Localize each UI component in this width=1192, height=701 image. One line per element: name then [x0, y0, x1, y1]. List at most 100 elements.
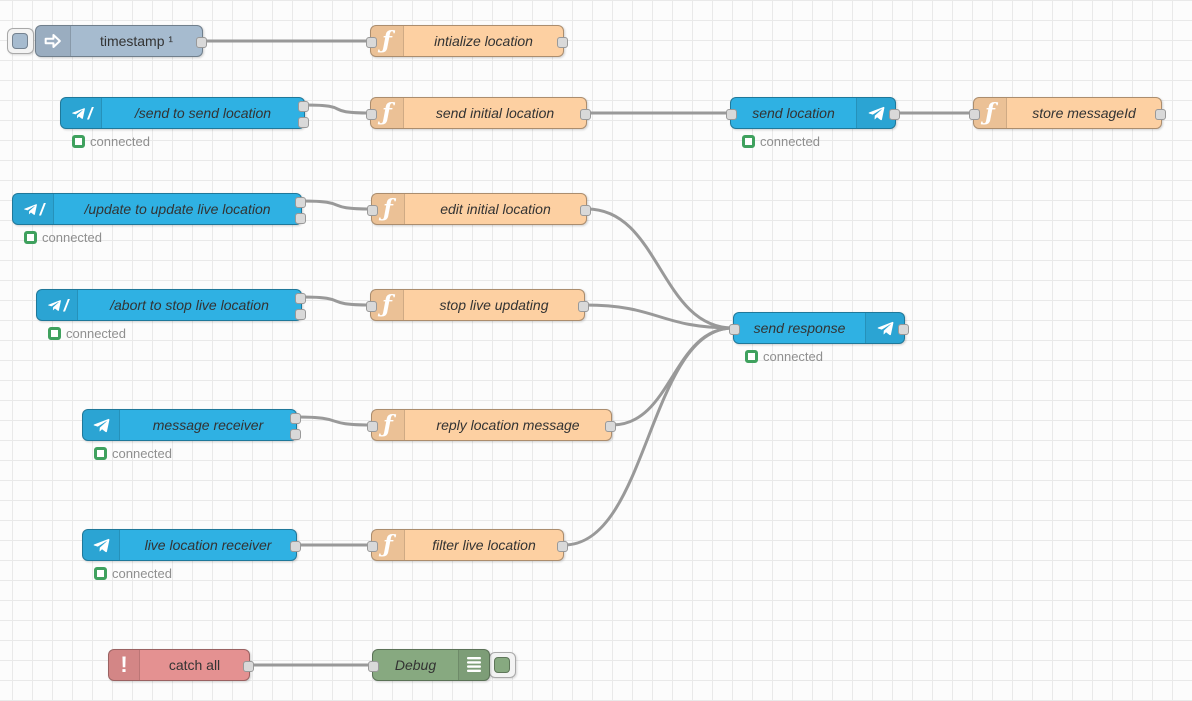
output-port[interactable]	[295, 308, 306, 320]
output-port[interactable]	[243, 660, 254, 672]
status-text: connected	[66, 325, 126, 341]
status-indicator: connected	[48, 325, 126, 341]
wire-fn_reply-to-tg_send_response[interactable]	[610, 326, 735, 427]
function-icon: ƒ	[371, 98, 404, 128]
output-port[interactable]	[295, 292, 306, 304]
inject-button-pad	[12, 33, 28, 49]
output-port[interactable]	[557, 540, 568, 552]
node-label: reply location message	[436, 417, 580, 433]
telegram-plane-icon	[83, 530, 120, 560]
output-port[interactable]	[578, 300, 589, 312]
node-send-location-sender[interactable]: send location	[726, 97, 900, 129]
node-label: timestamp ¹	[99, 33, 174, 49]
telegram-plane-icon	[856, 98, 895, 128]
wire-fn_filter-to-tg_send_response[interactable]	[562, 326, 735, 547]
exclamation-icon: !	[109, 650, 140, 680]
node-send-response-sender[interactable]: send response	[729, 312, 909, 344]
output-port[interactable]	[298, 100, 309, 112]
output-port[interactable]	[1155, 108, 1166, 120]
node-label: live location receiver	[144, 537, 272, 553]
node-label: send response	[753, 320, 846, 336]
output-port[interactable]	[605, 420, 616, 432]
function-icon: ƒ	[371, 290, 404, 320]
wire-tg_msg_recv-to-fn_reply[interactable]	[295, 415, 373, 427]
node-label: edit initial location	[440, 201, 551, 217]
status-text: connected	[42, 229, 102, 245]
output-port[interactable]	[196, 36, 207, 48]
output-port[interactable]	[295, 196, 306, 208]
status-ring-icon	[48, 326, 61, 340]
output-port[interactable]	[290, 428, 301, 440]
telegram-plane-icon	[83, 410, 120, 440]
status-ring-icon	[742, 134, 755, 148]
input-port[interactable]	[366, 108, 377, 120]
output-port[interactable]	[298, 116, 309, 128]
output-port[interactable]	[290, 540, 301, 552]
input-port[interactable]	[367, 420, 378, 432]
input-port[interactable]	[367, 204, 378, 216]
node-timestamp-inject[interactable]: timestamp ¹	[35, 25, 207, 57]
status-indicator: connected	[94, 446, 172, 461]
status-text: connected	[112, 565, 172, 581]
status-indicator: connected	[24, 229, 102, 245]
status-ring-icon	[24, 230, 37, 244]
status-ring-icon	[94, 566, 107, 580]
wire-fn_edit-to-tg_send_response[interactable]	[585, 207, 735, 330]
node-label: stop live updating	[439, 297, 549, 313]
status-indicator: connected	[745, 348, 823, 364]
wire-tg_abort_cmd-to-fn_stop[interactable]	[300, 295, 372, 307]
node-catch-all-node[interactable]: !catch all	[108, 649, 254, 681]
node-message-receiver-node[interactable]: message receiver	[82, 409, 301, 441]
output-port[interactable]	[889, 108, 900, 120]
input-port[interactable]	[366, 300, 377, 312]
status-indicator: connected	[72, 133, 150, 149]
input-port[interactable]	[726, 108, 737, 120]
telegram-plane-icon	[865, 313, 904, 343]
node-label: /send to send location	[134, 105, 272, 121]
wire-fn_stop-to-tg_send_response[interactable]	[583, 303, 735, 330]
status-text: connected	[760, 133, 820, 149]
status-ring-icon	[72, 134, 85, 148]
status-text: connected	[90, 133, 150, 149]
node-abort-command-node[interactable]: / /abort to stop live location	[36, 289, 306, 321]
node-label: /abort to stop live location	[110, 297, 269, 313]
output-port[interactable]	[898, 323, 909, 335]
status-text: connected	[763, 348, 823, 364]
output-port[interactable]	[557, 36, 568, 48]
input-port[interactable]	[729, 323, 740, 335]
status-indicator: connected	[94, 565, 172, 581]
inject-button[interactable]	[7, 28, 34, 54]
node-send-command-node[interactable]: //send to send location	[60, 97, 309, 129]
input-port[interactable]	[367, 540, 378, 552]
node-label: store messageId	[1032, 105, 1136, 121]
wire-tg_send_cmd-to-fn_send_initial[interactable]	[303, 103, 372, 115]
node-stop-live-updating-function[interactable]: ƒ stop live updating	[366, 289, 589, 321]
input-port[interactable]	[368, 660, 379, 672]
node-live-location-receiver-node[interactable]: live location receiver	[82, 529, 301, 561]
node-label: filter live location	[432, 537, 536, 553]
output-port[interactable]	[290, 412, 301, 424]
node-debug-node[interactable]: Debug	[368, 649, 490, 681]
input-port[interactable]	[969, 108, 980, 120]
status-ring-icon	[745, 349, 758, 363]
output-port[interactable]	[580, 108, 591, 120]
node-label: intialize location	[434, 33, 533, 49]
input-port[interactable]	[366, 36, 377, 48]
telegram-command-icon: /	[13, 194, 54, 224]
debug-toggle-state	[494, 657, 510, 673]
telegram-command-icon: /	[37, 290, 78, 320]
node-update-command-node[interactable]: / /update to update live location	[12, 193, 306, 225]
wire-tg_update_cmd-to-fn_edit[interactable]	[300, 199, 373, 211]
output-port[interactable]	[580, 204, 591, 216]
node-label: /update to update live location	[84, 201, 271, 217]
status-indicator: connected	[742, 133, 820, 149]
debug-toggle-button[interactable]	[489, 652, 516, 678]
output-port[interactable]	[295, 212, 306, 224]
